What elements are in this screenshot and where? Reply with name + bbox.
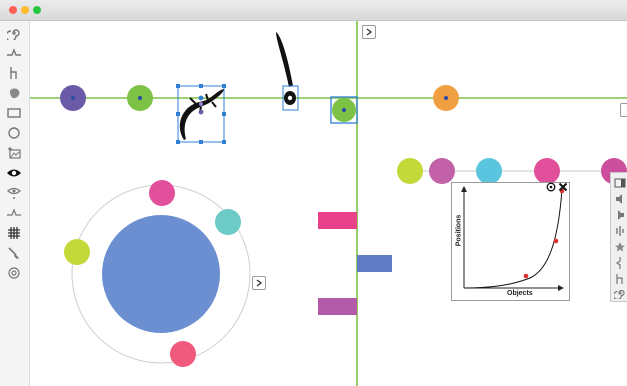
x-axis-arrow-icon xyxy=(558,285,564,291)
step-path-icon xyxy=(10,67,17,79)
line-gesture-button[interactable] xyxy=(4,44,24,62)
eye-tool-icon xyxy=(7,169,21,177)
collapsed-panel-button[interactable] xyxy=(620,103,627,117)
spiral-right-button[interactable] xyxy=(611,285,627,301)
orbit-satellite[interactable] xyxy=(170,341,196,367)
eye-tool-button[interactable] xyxy=(4,164,24,182)
timeline-dot[interactable] xyxy=(60,85,86,111)
spiral-tool-button[interactable] xyxy=(4,24,24,42)
line-gesture-vertical-icon xyxy=(615,257,621,269)
expand-panel-button[interactable] xyxy=(362,25,376,39)
timeline-bar[interactable] xyxy=(318,212,357,229)
timeline-dot[interactable] xyxy=(433,85,459,111)
chevron-right-icon xyxy=(256,279,263,287)
step-path-button[interactable] xyxy=(4,64,24,82)
add-image-icon xyxy=(8,147,21,159)
add-image-button[interactable] xyxy=(4,144,24,162)
right-toolbar xyxy=(610,172,627,302)
zoom-window-button[interactable] xyxy=(33,6,41,14)
speaker-right-icon xyxy=(617,210,624,220)
curve-control-point[interactable] xyxy=(553,238,559,244)
title-bar xyxy=(0,0,627,21)
exclamation-object[interactable] xyxy=(276,32,299,111)
orbit-satellite[interactable] xyxy=(215,209,241,235)
left-toolbar xyxy=(0,21,30,386)
main-canvas[interactable] xyxy=(30,21,627,386)
paint-brush-button[interactable] xyxy=(4,244,24,262)
orbit-satellite[interactable] xyxy=(64,239,90,265)
lizard-icon xyxy=(179,89,224,140)
close-icon[interactable] xyxy=(558,182,568,192)
timeline-dot[interactable] xyxy=(127,85,153,111)
timeline-dot-selected[interactable] xyxy=(330,96,358,124)
palette-color-swatch[interactable] xyxy=(397,158,423,184)
mapping-plot[interactable] xyxy=(452,183,569,300)
x-axis-label: Objects xyxy=(507,290,533,297)
orbit-center-circle[interactable] xyxy=(102,215,220,333)
sound-left-button[interactable] xyxy=(611,191,627,207)
mapping-curve[interactable] xyxy=(463,188,563,289)
spiral-tool-icon xyxy=(613,289,625,299)
paint-brush-icon xyxy=(8,247,19,259)
grid-tool-button[interactable] xyxy=(4,224,24,242)
timeline-bar[interactable] xyxy=(357,255,392,272)
settings-button[interactable] xyxy=(4,264,24,282)
star-icon xyxy=(614,242,625,252)
orbit-group[interactable] xyxy=(64,180,251,367)
eye-small-tool-button[interactable] xyxy=(4,184,24,202)
y-axis-label: Positions xyxy=(455,214,463,247)
line-gesture-small-icon xyxy=(7,208,21,216)
line-gesture-vertical-button[interactable] xyxy=(611,255,627,271)
panel-toggle-button[interactable] xyxy=(611,175,627,191)
sound-bars-button[interactable] xyxy=(611,223,627,239)
circle-tool-button[interactable] xyxy=(4,124,24,142)
lizard-object[interactable] xyxy=(176,84,226,144)
palette-color-swatch[interactable] xyxy=(429,158,455,184)
mapping-plot-panel[interactable]: Positions Objects xyxy=(451,182,570,301)
step-path-right-button[interactable] xyxy=(611,271,627,287)
chevron-right-icon xyxy=(366,28,373,36)
settings-icon xyxy=(8,267,20,279)
y-axis-arrow-icon xyxy=(461,186,467,192)
color-palette-row xyxy=(397,158,627,184)
close-window-button[interactable] xyxy=(9,6,17,14)
timeline-bar[interactable] xyxy=(318,298,357,315)
reset-icon[interactable] xyxy=(546,182,556,192)
rectangle-tool-button[interactable] xyxy=(4,104,24,122)
rectangle-tool-icon xyxy=(7,108,21,118)
step-path-icon xyxy=(615,274,623,284)
expand-orbit-button[interactable] xyxy=(252,276,266,290)
line-gesture-small-button[interactable] xyxy=(4,204,24,222)
curve-control-point[interactable] xyxy=(523,273,529,279)
star-button[interactable] xyxy=(611,239,627,255)
palette-color-swatch[interactable] xyxy=(534,158,560,184)
circle-tool-icon xyxy=(8,127,20,139)
sound-right-button[interactable] xyxy=(611,207,627,223)
sound-bars-icon xyxy=(615,226,624,236)
exclamation-eye-icon xyxy=(284,91,296,105)
plot-panel-controls xyxy=(546,182,568,192)
spiral-tool-icon xyxy=(7,29,20,40)
speaker-icon xyxy=(615,194,622,204)
orbit-satellite[interactable] xyxy=(149,180,175,206)
line-gesture-icon xyxy=(7,48,21,56)
panel-toggle-icon xyxy=(614,178,625,188)
palette-color-swatch[interactable] xyxy=(476,158,502,184)
eye-small-tool-icon xyxy=(7,187,21,199)
grid-tool-icon xyxy=(8,227,20,239)
blob-shape-icon xyxy=(9,88,20,99)
minimize-window-button[interactable] xyxy=(21,6,29,14)
blob-shape-button[interactable] xyxy=(4,84,24,102)
